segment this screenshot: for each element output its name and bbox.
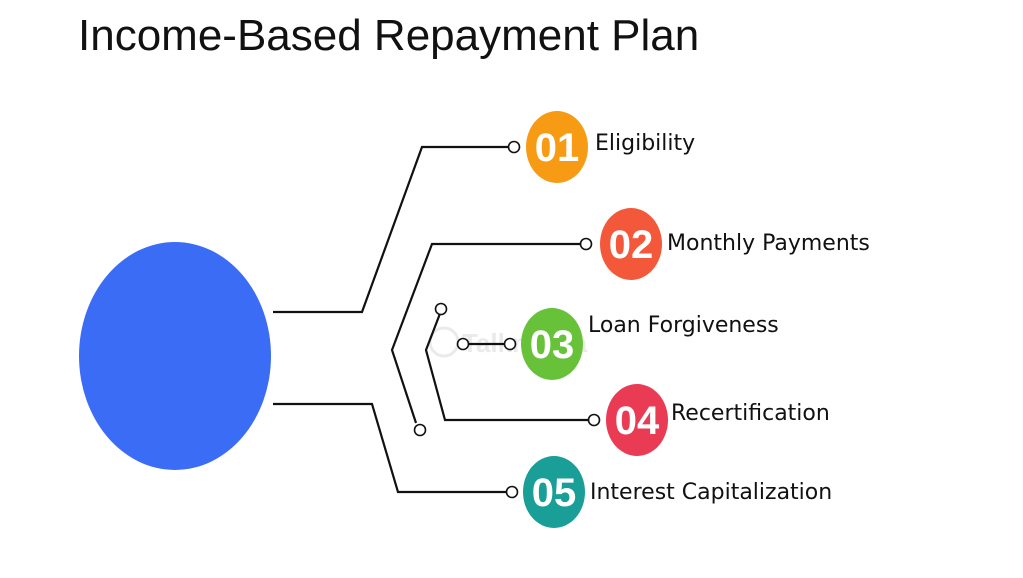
- connector-01: [273, 145, 508, 314]
- connector-05: [273, 402, 506, 494]
- dot-05: [505, 485, 519, 499]
- watermark-icon: [428, 326, 460, 358]
- hub-circle: [79, 242, 271, 470]
- connector-04: [424, 310, 588, 422]
- connector-02: [390, 242, 580, 424]
- number-01: 01: [535, 126, 580, 170]
- label-04: Recertification: [671, 401, 830, 426]
- item-03: 03 Loan Forgiveness: [521, 308, 779, 380]
- dot-04-tail: [434, 302, 448, 316]
- item-01: 01 Eligibility: [526, 111, 695, 183]
- connector-dots: [413, 140, 601, 499]
- dot-01: [507, 140, 521, 154]
- badge-05: [523, 456, 585, 528]
- dot-04: [587, 413, 601, 427]
- dot-03-left: [456, 337, 470, 351]
- badge-02: [600, 208, 662, 280]
- badge-04: [606, 384, 668, 456]
- label-01: Eligibility: [595, 131, 695, 156]
- item-05: 05 Interest Capitalization: [523, 456, 832, 528]
- number-03: 03: [530, 323, 575, 367]
- number-04: 04: [615, 399, 660, 443]
- label-05: Interest Capitalization: [590, 480, 832, 505]
- number-05: 05: [532, 471, 577, 515]
- badge-01: [526, 111, 588, 183]
- page-title: Income-Based Repayment Plan: [78, 11, 700, 60]
- dot-02-tail: [413, 423, 427, 437]
- item-04: 04 Recertification: [606, 384, 830, 456]
- label-03: Loan Forgiveness: [588, 313, 779, 338]
- label-02: Monthly Payments: [667, 231, 870, 256]
- badge-03: [521, 308, 583, 380]
- item-02: 02 Monthly Payments: [600, 208, 870, 280]
- dot-03-right: [503, 337, 517, 351]
- number-02: 02: [609, 223, 654, 267]
- dot-02: [579, 237, 593, 251]
- connector-lines: [273, 145, 588, 494]
